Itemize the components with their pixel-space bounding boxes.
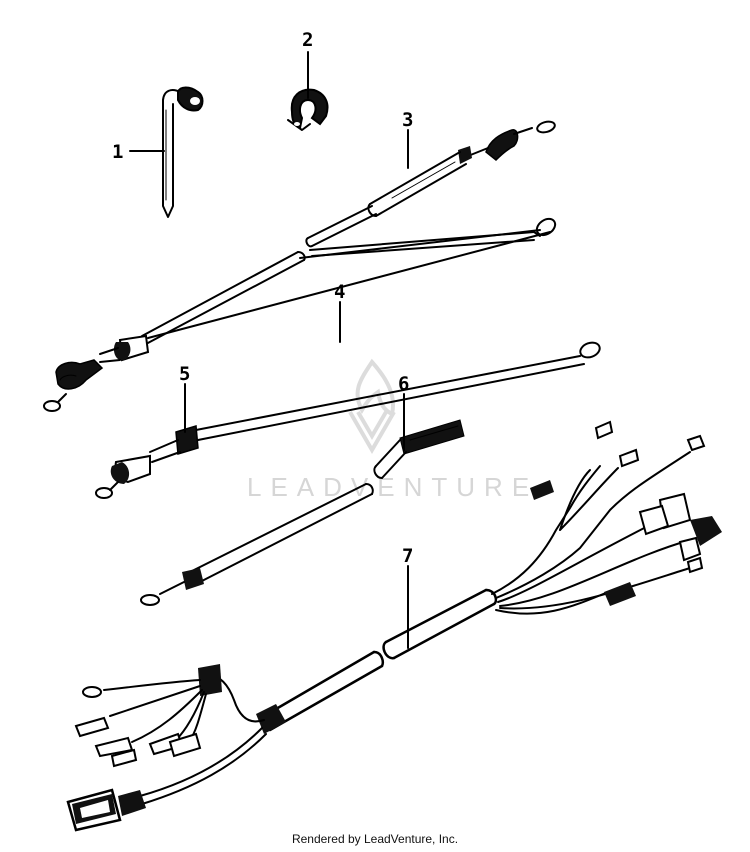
watermark-text: LEADVENTURE [247, 472, 538, 502]
part-2-clamp [287, 88, 329, 131]
part-6-cable [140, 419, 465, 606]
callout-1: 1 [112, 141, 123, 163]
callout-3: 3 [402, 109, 413, 131]
watermark: LEADVENTURE [247, 358, 538, 502]
callout-5: 5 [179, 363, 190, 385]
watermark-logo-icon [348, 358, 396, 454]
callouts: 1 2 3 4 5 6 7 [112, 29, 413, 567]
part-1-cable-tie [162, 86, 204, 218]
callout-leaders [129, 51, 409, 649]
callout-7: 7 [402, 545, 413, 567]
callout-2: 2 [302, 29, 313, 51]
callout-4: 4 [334, 281, 345, 303]
callout-6: 6 [398, 373, 409, 395]
part-3-cable [141, 120, 556, 345]
part-4-cable [43, 217, 557, 412]
part-5-cable [95, 341, 601, 499]
part-7-harness [66, 420, 722, 832]
render-credit: Rendered by LeadVenture, Inc. [291, 832, 459, 846]
